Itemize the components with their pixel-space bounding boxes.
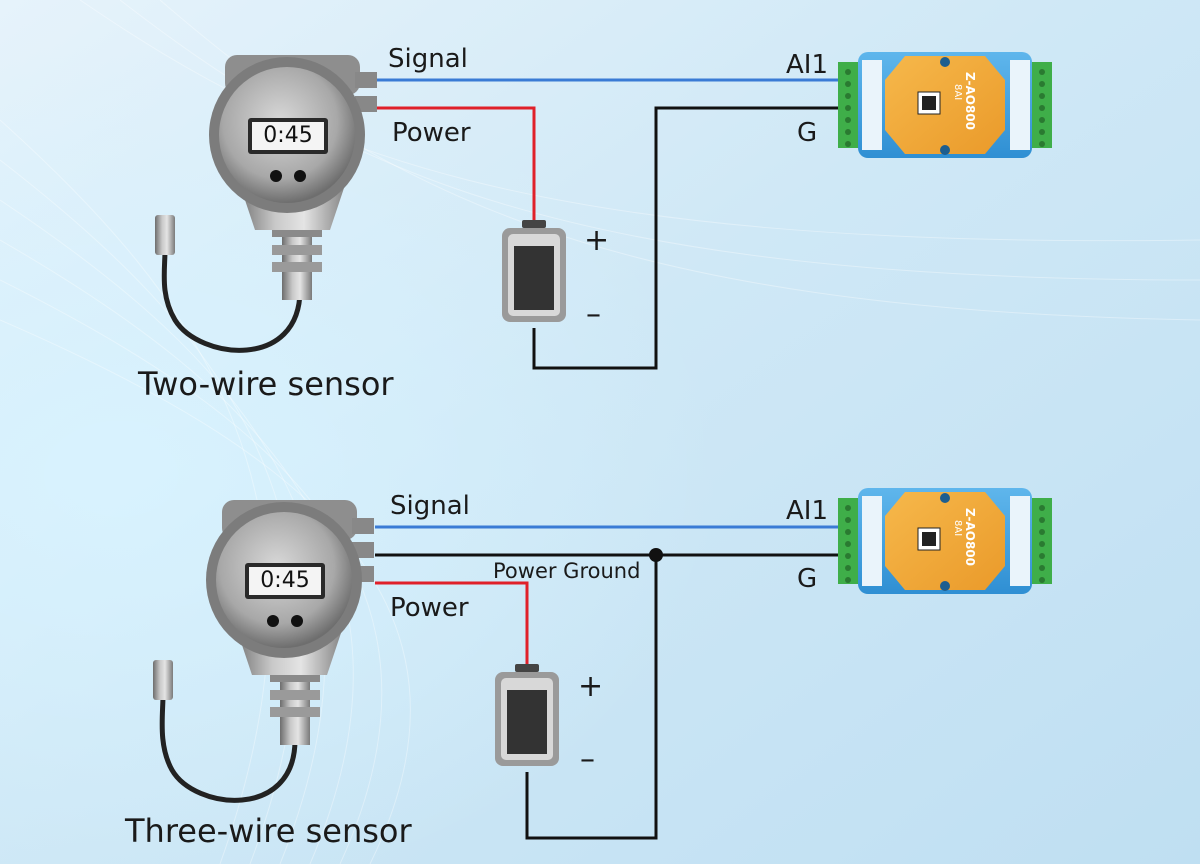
ai1-label: AI1	[786, 50, 828, 80]
module-subtitle: 8AI	[952, 84, 963, 101]
signal-label: Signal	[388, 44, 468, 74]
diagram-title: Two-wire sensor	[138, 365, 394, 403]
sensor-display: 0:45	[263, 123, 313, 148]
sensor-cable	[159, 694, 298, 803]
cable-connector	[153, 660, 173, 700]
ai1-label: AI1	[786, 496, 828, 526]
power-wire	[375, 581, 529, 666]
power-label: Power	[390, 593, 469, 623]
battery-ground-wire	[525, 555, 658, 840]
cable-connector	[155, 215, 175, 255]
battery-minus-label: –	[580, 742, 595, 777]
transmitter-sensor	[206, 500, 374, 745]
module-subtitle: 8AI	[952, 520, 963, 537]
io-module	[838, 52, 1052, 158]
sensor-cable	[161, 249, 303, 353]
diagram-title: Three-wire sensor	[125, 812, 412, 850]
junction-dot	[649, 548, 663, 562]
transmitter-sensor	[209, 55, 377, 300]
battery-plus-label: +	[578, 669, 604, 704]
battery-minus-label: –	[586, 297, 601, 332]
ground-wire	[532, 106, 840, 370]
battery	[502, 220, 566, 322]
io-module	[838, 488, 1052, 594]
sensor-display: 0:45	[260, 568, 310, 593]
battery-plus-label: +	[584, 223, 610, 258]
g-label: G	[797, 564, 818, 594]
two-wire-diagram	[155, 52, 1052, 370]
power-label: Power	[392, 118, 471, 148]
three-wire-diagram	[153, 488, 1052, 840]
power-ground-label: Power Ground	[493, 559, 641, 583]
module-model: Z-AO800	[963, 72, 977, 131]
power-wire	[375, 106, 536, 222]
g-label: G	[797, 118, 818, 148]
signal-label: Signal	[390, 491, 470, 521]
module-model: Z-AO800	[963, 508, 977, 567]
battery	[495, 664, 559, 766]
